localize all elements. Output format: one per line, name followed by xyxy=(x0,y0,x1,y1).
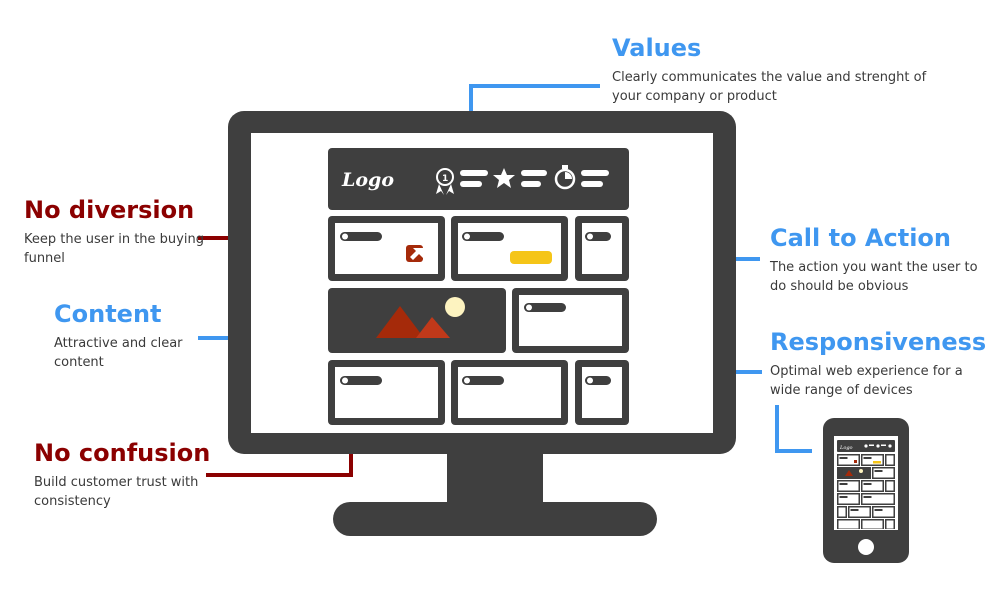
callout-responsiveness-title: Responsiveness xyxy=(770,328,987,356)
callout-values: Values Clearly communicates the value an… xyxy=(612,34,932,106)
mobile-logo: Logo xyxy=(839,445,853,451)
award-badge-icon: 1 xyxy=(436,168,454,195)
stopwatch-icon xyxy=(554,165,576,190)
mobile-phone: Logo xyxy=(823,418,909,563)
header-pill xyxy=(521,170,547,176)
callout-content-title: Content xyxy=(54,300,162,328)
content-card xyxy=(451,360,568,425)
monitor-neck xyxy=(447,450,543,510)
content-card xyxy=(512,288,629,353)
content-card xyxy=(328,216,445,281)
header-pill xyxy=(521,181,541,187)
content-card-small xyxy=(575,360,629,425)
external-link-icon xyxy=(406,245,423,262)
callout-values-text: Clearly communicates the value and stren… xyxy=(612,70,927,104)
site-logo: Logo xyxy=(341,169,394,191)
site-header-bar xyxy=(328,148,629,210)
callout-no-confusion-text: Build customer trust with consistency xyxy=(34,475,199,509)
callout-no-diversion-title: No diversion xyxy=(24,196,195,224)
callout-responsiveness-text: Optimal web experience for a wide range … xyxy=(770,364,963,398)
svg-text:1: 1 xyxy=(442,174,448,184)
content-card xyxy=(451,216,568,281)
hero-image xyxy=(328,288,506,353)
callout-values-title: Values xyxy=(612,34,702,62)
content-card xyxy=(328,360,445,425)
header-pill xyxy=(581,181,603,187)
callout-no-confusion-title: No confusion xyxy=(34,439,211,467)
mobile-connector xyxy=(775,405,812,453)
header-pill xyxy=(460,170,488,176)
header-pill xyxy=(581,170,609,176)
callout-content: Content Attractive and clear content xyxy=(54,300,224,372)
star-icon xyxy=(493,168,515,188)
callout-no-diversion: No diversion Keep the user in the buying… xyxy=(24,196,214,268)
monitor-base xyxy=(333,502,657,536)
callout-no-diversion-text: Keep the user in the buying funnel xyxy=(24,232,204,266)
content-card-small xyxy=(575,216,629,281)
header-pill xyxy=(460,181,482,187)
callout-call-to-action-text: The action you want the user to do shoul… xyxy=(770,260,978,294)
cta-button xyxy=(510,251,552,264)
callout-call-to-action-title: Call to Action xyxy=(770,224,952,252)
callout-content-text: Attractive and clear content xyxy=(54,336,183,370)
callout-no-confusion: No confusion Build customer trust with c… xyxy=(34,439,224,511)
callout-responsiveness: Responsiveness Optimal web experience fo… xyxy=(770,328,995,400)
callout-call-to-action: Call to Action The action you want the u… xyxy=(770,224,990,296)
